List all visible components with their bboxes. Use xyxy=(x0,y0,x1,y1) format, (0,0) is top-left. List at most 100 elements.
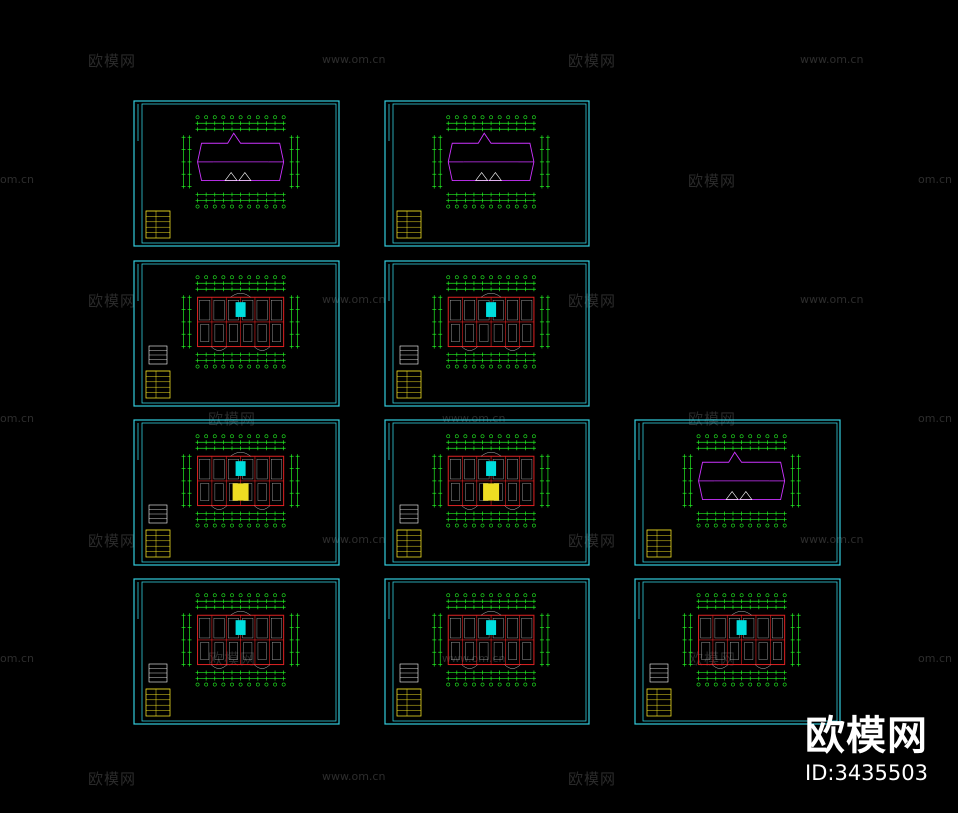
dimension-lines xyxy=(682,593,801,687)
watermark-url: www.om.cn xyxy=(322,770,386,783)
watermark-brand: 欧模网 xyxy=(88,52,137,70)
roof-outline xyxy=(698,451,786,500)
watermark-url: om.cn xyxy=(918,652,952,665)
sheet-inner-border xyxy=(141,422,337,563)
sheet-inner-border xyxy=(392,263,587,404)
sheet-frame xyxy=(384,419,590,566)
floor-plan xyxy=(197,293,285,351)
title-block xyxy=(145,210,171,239)
roof-outline xyxy=(447,132,535,182)
watermark-url: www.om.cn xyxy=(442,412,506,425)
title-block xyxy=(145,370,171,399)
sheet-frame xyxy=(634,578,841,725)
brand-logo-id: ID:3435503 xyxy=(805,761,928,785)
lobby-core xyxy=(483,483,500,501)
watermark-brand: 欧模网 xyxy=(568,770,617,788)
sheet-inner-border xyxy=(642,422,838,563)
dimension-lines xyxy=(181,593,300,687)
floor-plan xyxy=(197,611,285,669)
sheet-frame xyxy=(384,578,590,725)
drawing-sheet xyxy=(133,578,340,725)
dimension-lines xyxy=(181,115,300,209)
watermark-url: om.cn xyxy=(0,652,34,665)
watermark-brand: 欧模网 xyxy=(208,410,257,428)
title-block xyxy=(396,529,422,558)
dimension-lines xyxy=(432,434,550,528)
sheet-frame xyxy=(384,100,590,247)
title-block xyxy=(396,210,422,239)
watermark-brand: 欧模网 xyxy=(88,532,137,550)
dimension-lines xyxy=(432,275,550,369)
watermark-url: om.cn xyxy=(918,173,952,186)
drawing-sheet xyxy=(634,578,841,725)
floor-plan xyxy=(197,452,285,510)
drawing-sheet xyxy=(384,419,590,566)
sheet-inner-border xyxy=(141,103,337,244)
watermark-brand: 欧模网 xyxy=(568,532,617,550)
drawing-sheet xyxy=(384,578,590,725)
watermark-url: om.cn xyxy=(0,173,34,186)
lobby-core xyxy=(232,483,249,501)
floor-plan xyxy=(447,293,535,351)
sheet-inner-border xyxy=(392,581,587,722)
drawing-sheet xyxy=(384,100,590,247)
drawing-sheet xyxy=(384,260,590,407)
sheet-inner-border xyxy=(141,263,337,404)
sheet-frame xyxy=(634,419,841,566)
watermark-brand: 欧模网 xyxy=(88,292,137,310)
floor-plan xyxy=(447,452,535,510)
stair-core xyxy=(486,461,497,476)
sheet-frame xyxy=(133,578,340,725)
stair-core xyxy=(486,302,497,317)
title-block xyxy=(145,688,171,717)
drawing-sheet xyxy=(133,100,340,247)
watermark-brand: 欧模网 xyxy=(568,52,617,70)
dimension-lines xyxy=(432,115,550,209)
title-block xyxy=(646,688,672,717)
watermark-brand: 欧模网 xyxy=(688,410,737,428)
brand-logo-name: 欧模网 xyxy=(805,713,928,759)
sheet-frame xyxy=(133,260,340,407)
watermark-url: www.om.cn xyxy=(322,293,386,306)
watermark-url: www.om.cn xyxy=(322,533,386,546)
drawing-sheet xyxy=(634,419,841,566)
title-block xyxy=(396,688,422,717)
watermark-url: om.cn xyxy=(918,412,952,425)
floor-plan xyxy=(447,611,535,669)
stair-core xyxy=(235,461,246,476)
watermark-brand: 欧模网 xyxy=(688,172,737,190)
dimension-lines xyxy=(181,434,300,528)
sheet-inner-border xyxy=(392,103,587,244)
watermark-brand: 欧模网 xyxy=(208,650,257,668)
title-block xyxy=(396,370,422,399)
title-block xyxy=(145,529,171,558)
sheet-frame xyxy=(384,260,590,407)
sheet-frame xyxy=(133,100,340,247)
watermark-brand: 欧模网 xyxy=(88,770,137,788)
floor-plan xyxy=(698,611,786,669)
watermark-url: www.om.cn xyxy=(800,53,864,66)
dimension-lines xyxy=(181,275,300,369)
roof-outline xyxy=(197,132,285,182)
title-block xyxy=(646,529,672,558)
stair-core xyxy=(235,620,246,635)
watermark-brand: 欧模网 xyxy=(688,650,737,668)
dimension-lines xyxy=(432,593,550,687)
watermark-url: www.om.cn xyxy=(322,53,386,66)
watermark-brand: 欧模网 xyxy=(568,292,617,310)
sheet-inner-border xyxy=(642,581,838,722)
brand-logo: 欧模网 ID:3435503 xyxy=(805,712,928,786)
dimension-lines xyxy=(682,434,801,528)
watermark-url: om.cn xyxy=(0,412,34,425)
sheet-inner-border xyxy=(392,422,587,563)
stair-core xyxy=(486,620,497,635)
watermark-url: www.om.cn xyxy=(800,293,864,306)
stair-core xyxy=(235,302,246,317)
stair-core xyxy=(736,620,747,635)
sheet-frame xyxy=(133,419,340,566)
drawing-sheet xyxy=(133,260,340,407)
drawing-sheet xyxy=(133,419,340,566)
sheet-inner-border xyxy=(141,581,337,722)
watermark-url: www.om.cn xyxy=(800,533,864,546)
